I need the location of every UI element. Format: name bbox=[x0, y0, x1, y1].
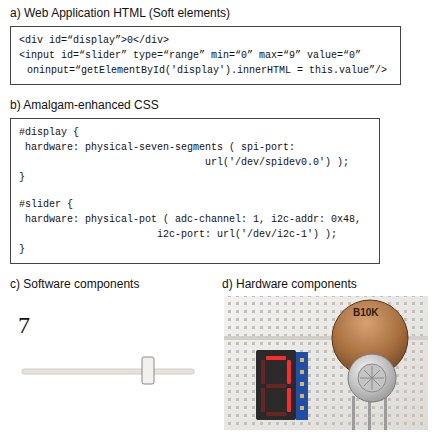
code-line: <input id=“slider” type=“range” min=“0” … bbox=[19, 48, 361, 63]
segment-dim bbox=[266, 384, 286, 388]
code-box: <div id=“display”>0</div><input id=“slid… bbox=[10, 26, 401, 85]
code-line: hardware: physical-seven-segments ( spi-… bbox=[25, 140, 295, 155]
breadboard-holes bbox=[224, 296, 428, 430]
panel-heading: b) Amalgam-enhanced CSS bbox=[10, 98, 159, 113]
pcb-pin bbox=[300, 382, 304, 386]
pcb-strip bbox=[296, 352, 308, 420]
shaft-knurl bbox=[364, 370, 380, 386]
code-line: hardware: physical-pot ( adc-channel: 1,… bbox=[25, 212, 361, 227]
hardware-photo bbox=[224, 296, 428, 430]
pcb-pin bbox=[300, 406, 304, 410]
code-line: <div id=“display”>0</div> bbox=[19, 33, 169, 48]
pcb-pin bbox=[300, 370, 304, 374]
panel-heading: d) Hardware components bbox=[222, 277, 357, 291]
segment-lit bbox=[287, 388, 291, 412]
panel-heading: a) Web Application HTML (Soft elements) bbox=[10, 6, 230, 21]
code-line: } bbox=[19, 170, 25, 185]
pot-nut bbox=[348, 354, 396, 402]
code-line: } bbox=[19, 242, 25, 257]
code-line: #display { bbox=[19, 125, 79, 140]
pot-leg bbox=[384, 396, 387, 430]
pcb-pin bbox=[300, 394, 304, 398]
shaft-knurl bbox=[364, 370, 380, 386]
breadboard bbox=[224, 296, 428, 430]
code-box: #display {hardware: physical-seven-segme… bbox=[10, 118, 380, 264]
pot-leg bbox=[352, 396, 355, 430]
segment-dim bbox=[261, 388, 265, 412]
part-marking: B10K bbox=[353, 307, 379, 318]
segment-lit bbox=[287, 360, 291, 384]
code-line: oninput=“getElementById('display').inner… bbox=[27, 63, 387, 78]
segment-dim bbox=[266, 412, 286, 416]
segment-lit bbox=[266, 356, 286, 360]
code-line: i2c-port: url('/dev/i2c-1') ); bbox=[157, 227, 337, 242]
code-panel: a) Web Application HTML (Soft elements) <… bbox=[10, 6, 401, 85]
slider-value: 7 bbox=[18, 312, 30, 339]
slider-track bbox=[22, 369, 194, 374]
code-line: url('/dev/spidev0.0') ); bbox=[205, 155, 349, 170]
slider-thumb bbox=[142, 357, 154, 384]
code-line: #slider { bbox=[19, 197, 73, 212]
panel-heading: c) Software components bbox=[10, 277, 139, 291]
code-panel: b) Amalgam-enhanced CSS#display {hardwar… bbox=[10, 98, 380, 264]
pcb-pin bbox=[300, 358, 304, 362]
seven-segment-body bbox=[256, 350, 296, 420]
segment-dim bbox=[261, 360, 265, 384]
pot-shaft bbox=[358, 364, 386, 392]
